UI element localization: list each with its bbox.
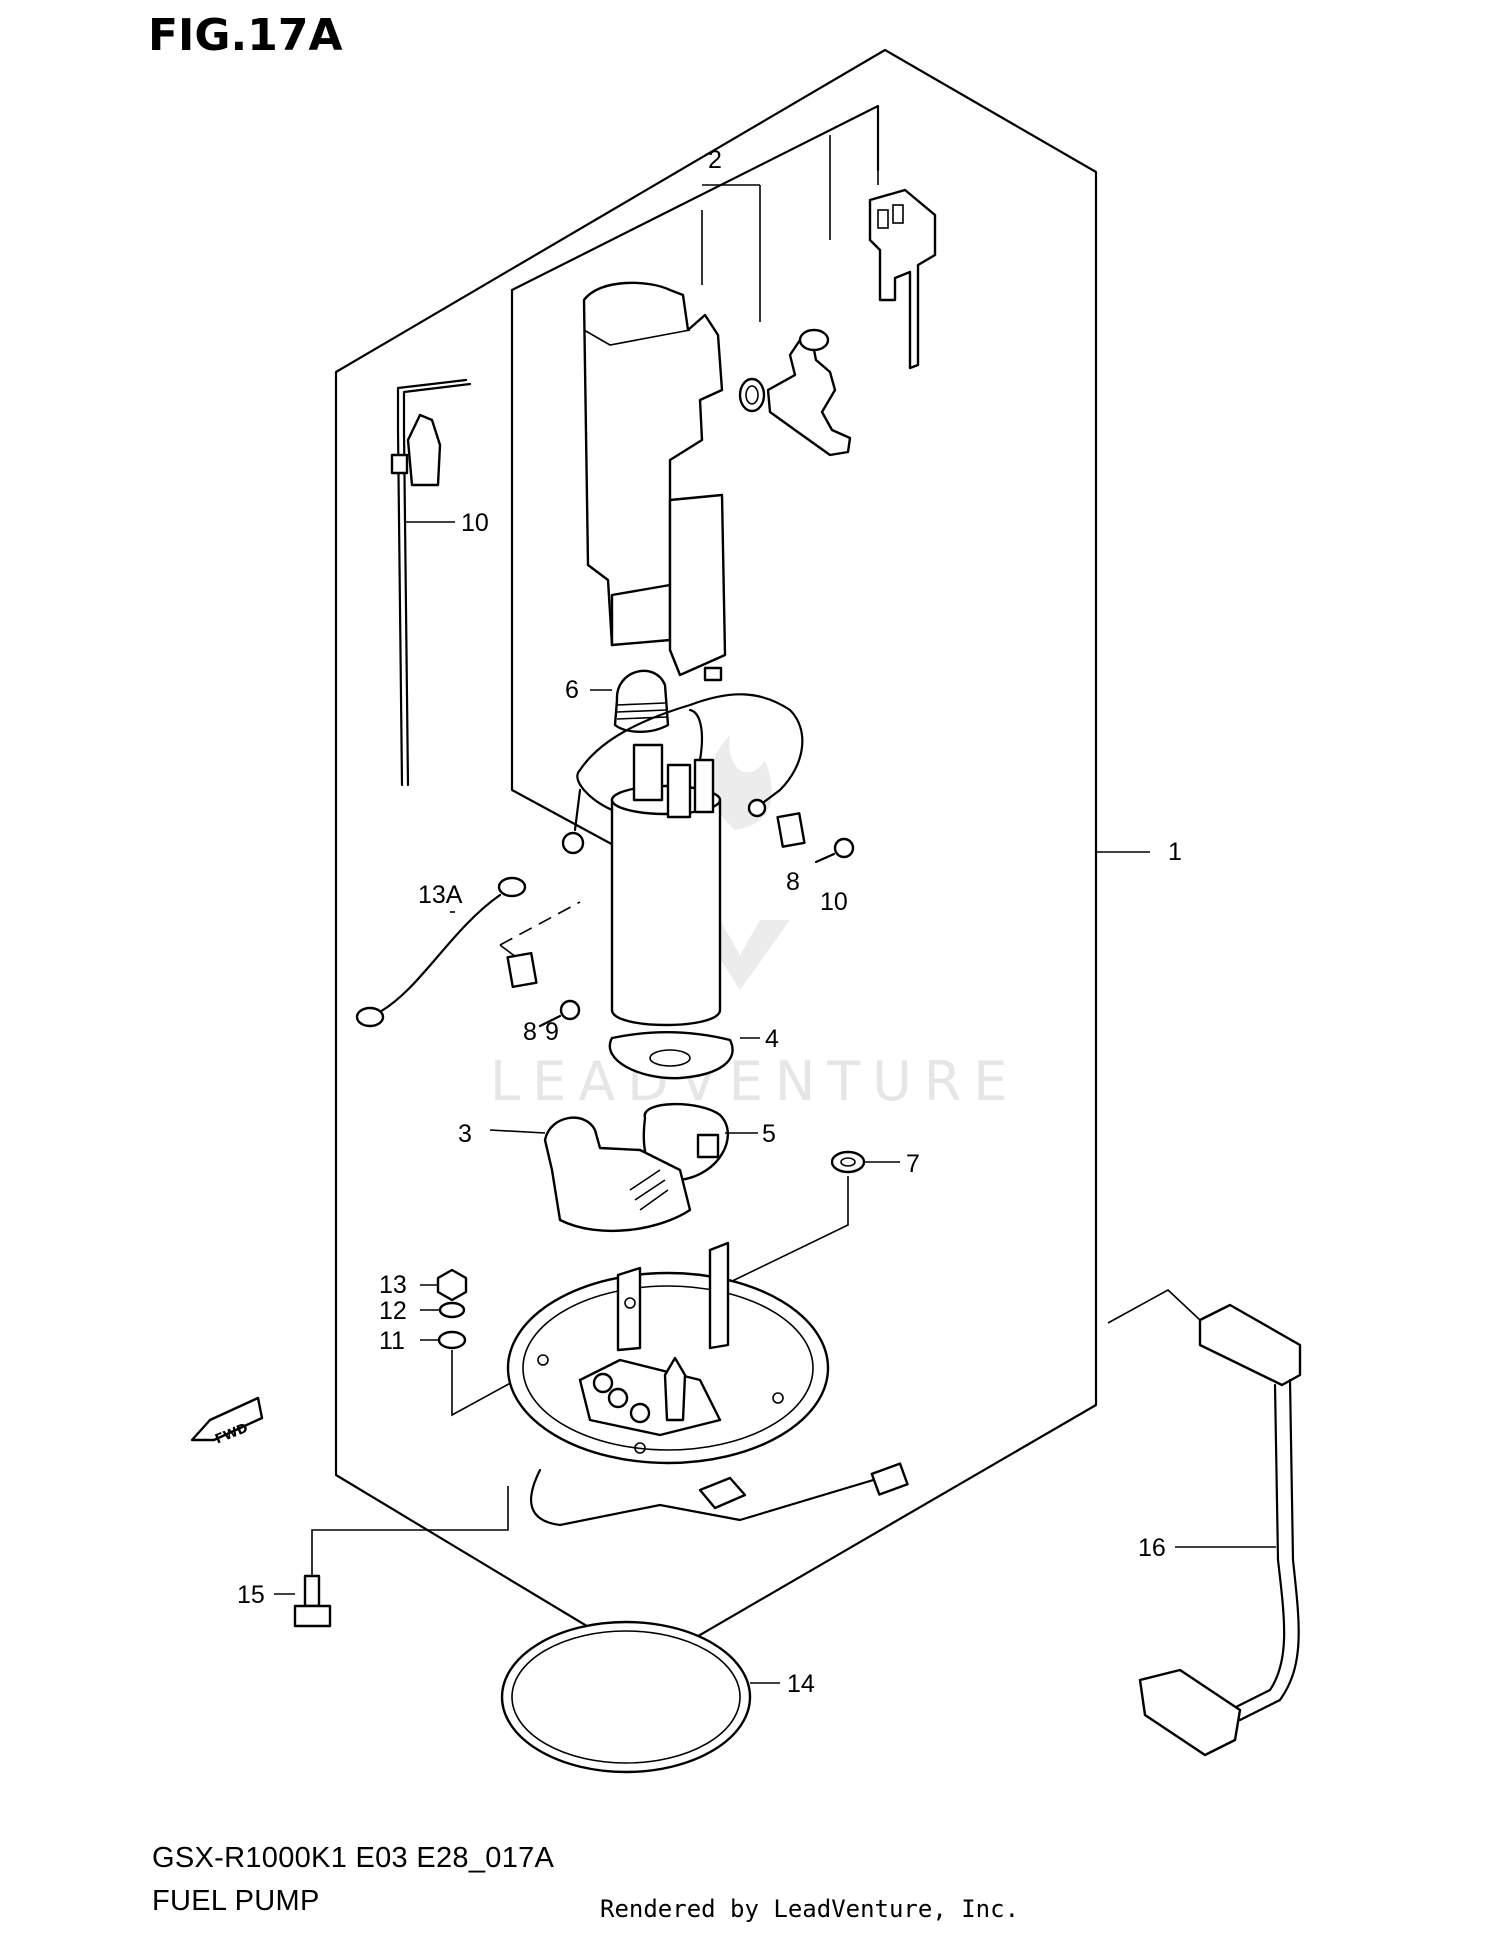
figure-title: FIG.17A bbox=[148, 10, 343, 61]
model-code: GSX-R1000K1 E03 E28_017A bbox=[152, 1842, 555, 1874]
pump-holder-cushions bbox=[543, 1031, 734, 1233]
callout-13a: 13A bbox=[418, 881, 463, 909]
callout-1: 1 bbox=[1168, 838, 1182, 866]
rendered-by: Rendered by LeadVenture, Inc. bbox=[600, 1895, 1020, 1923]
callout-7: 7 bbox=[906, 1150, 920, 1178]
leadventure-watermark: LEADVENTURE bbox=[490, 735, 1019, 1113]
callout-9: 9 bbox=[545, 1018, 559, 1046]
callout-13: 13 bbox=[379, 1271, 407, 1299]
nut-washers bbox=[436, 1268, 581, 1417]
bolt-15 bbox=[293, 1486, 509, 1628]
callout-5: 5 bbox=[762, 1120, 776, 1148]
filter-housing bbox=[582, 281, 727, 682]
o-ring-14 bbox=[500, 1620, 752, 1774]
watermark-text: LEADVENTURE bbox=[490, 1050, 1019, 1113]
fwd-arrow-icon: FWD bbox=[190, 1396, 264, 1447]
callout-6: 6 bbox=[565, 676, 579, 704]
callout-3: 3 bbox=[458, 1120, 472, 1148]
assembly-boundary bbox=[334, 48, 1150, 1666]
callout-leaders bbox=[274, 521, 1276, 1684]
section-name: FUEL PUMP bbox=[152, 1885, 320, 1917]
callout-2: 2 bbox=[708, 146, 722, 174]
callout-11: 11 bbox=[379, 1327, 405, 1355]
pump-base-plate bbox=[506, 1241, 909, 1527]
callout-15: 15 bbox=[237, 1581, 265, 1609]
breather-hose bbox=[390, 378, 472, 787]
callout-14: 14 bbox=[787, 1670, 815, 1698]
callout-8-upper: 8 bbox=[786, 868, 800, 896]
callout-10-upper: 10 bbox=[461, 509, 489, 537]
callout-16: 16 bbox=[1138, 1534, 1166, 1562]
wire-bracket bbox=[868, 188, 937, 370]
terminal-plates-screws bbox=[506, 812, 855, 1028]
callout-8-lower: 8 bbox=[523, 1018, 537, 1046]
callout-12: 12 bbox=[379, 1297, 407, 1325]
lead-wire-13a bbox=[355, 876, 581, 1028]
fuel-pump-motor bbox=[561, 693, 804, 1027]
callout-10-lower: 10 bbox=[820, 888, 848, 916]
callout-labels: 1 2 3 4 5 6 7 8 8 9 10 10 11 12 13 13A 1… bbox=[237, 146, 1182, 1698]
fuel-hose-16 bbox=[1107, 1289, 1302, 1757]
callout-4: 4 bbox=[765, 1025, 779, 1053]
pressure-regulator bbox=[738, 328, 852, 457]
